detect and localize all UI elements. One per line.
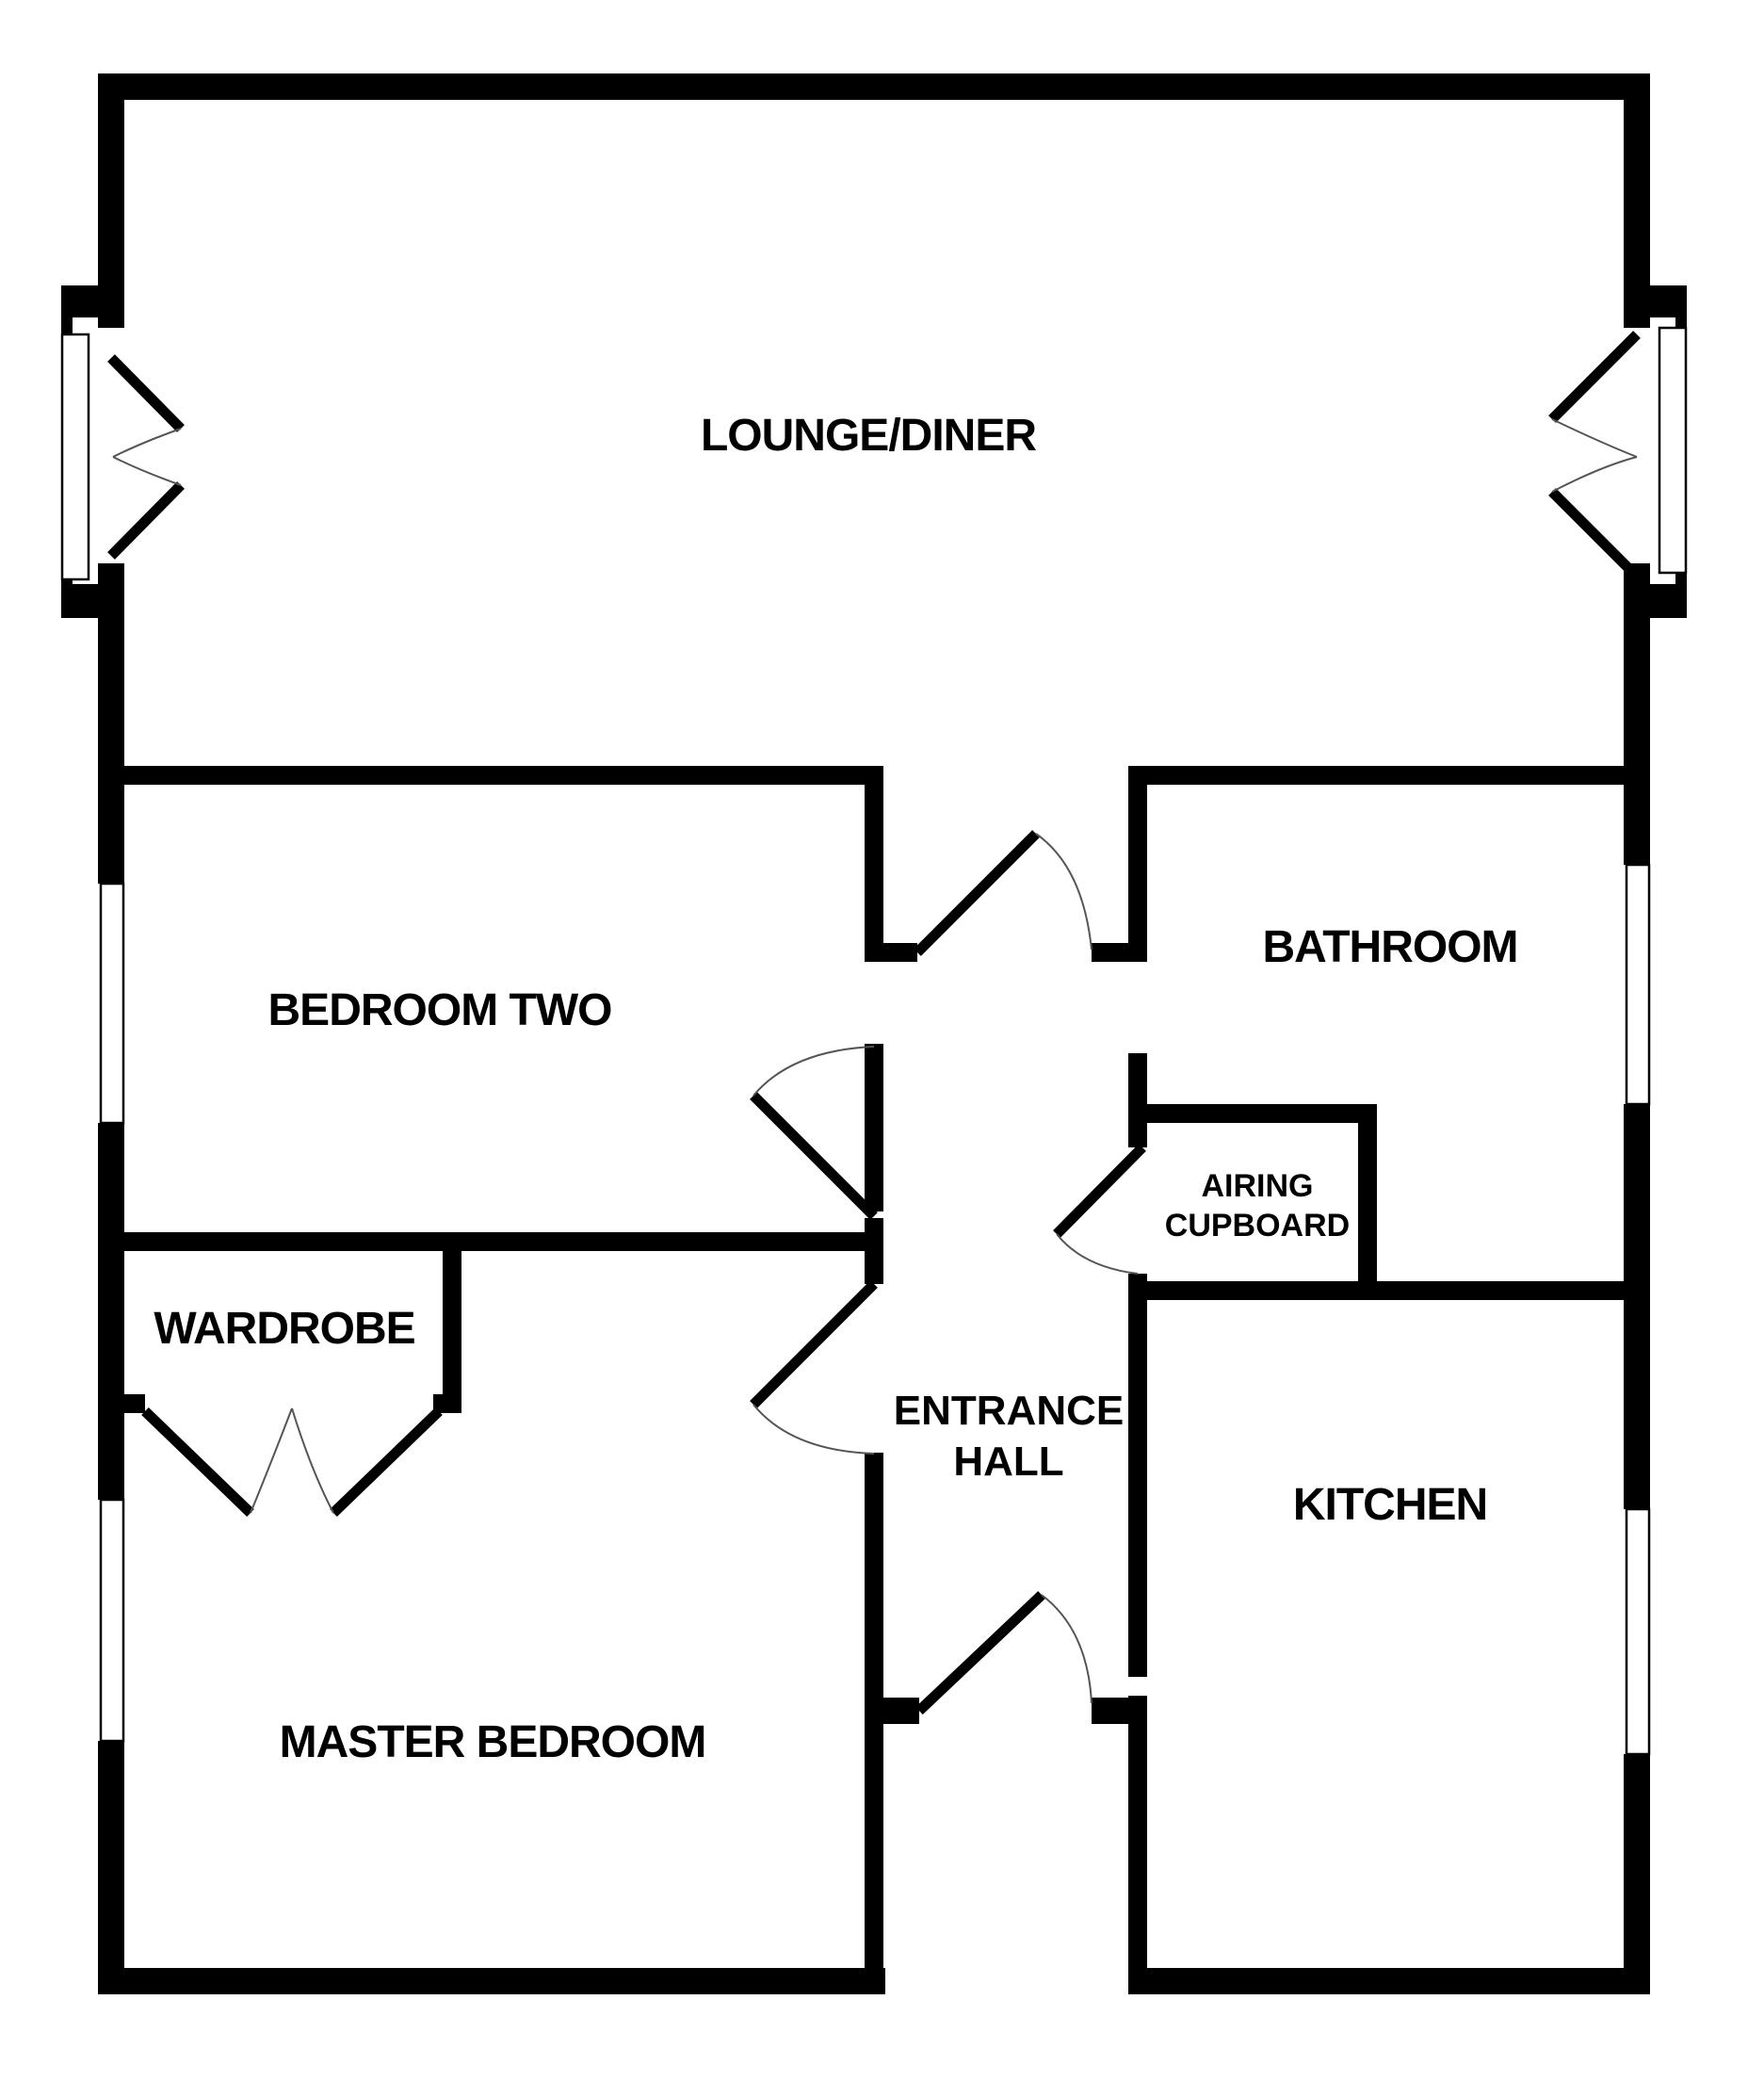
label-entrance-hall-line1: ENTRANCE <box>894 1388 1124 1434</box>
window-master-bedroom <box>99 1498 125 1743</box>
outer-wall-bottom-left <box>98 1968 885 1994</box>
label-kitchen: KITCHEN <box>1293 1480 1487 1530</box>
wall-bedroom-two-master <box>98 1232 883 1251</box>
wall-lounge-bedroom-two <box>98 766 883 785</box>
window-left-bay <box>60 333 90 581</box>
room-labels: LOUNGE/DINER BEDROOM TWO BATHROOM AIRING… <box>154 411 1518 1767</box>
window-bathroom <box>1625 863 1651 1106</box>
wall-bathroom-kitchen <box>1128 1281 1650 1300</box>
outer-wall-bottom-right <box>1128 1968 1650 1994</box>
label-wardrobe: WARDROBE <box>154 1304 414 1354</box>
window-right-bay <box>1658 326 1688 575</box>
outer-wall-top <box>98 73 1650 100</box>
label-bedroom-two: BEDROOM TWO <box>268 985 612 1035</box>
outer-wall-right-4 <box>1624 1754 1650 1994</box>
outer-wall-left-4 <box>98 1741 124 1994</box>
label-airing-cupboard-line1: AIRING <box>1202 1168 1314 1204</box>
walls <box>61 73 1687 1994</box>
label-airing-cupboard-line2: CUPBOARD <box>1165 1208 1350 1244</box>
label-entrance-hall-line2: HALL <box>953 1439 1063 1485</box>
label-master-bedroom: MASTER BEDROOM <box>280 1717 706 1767</box>
windows <box>60 326 1688 1756</box>
doors <box>107 331 1641 1715</box>
window-bedroom-two <box>99 882 125 1125</box>
label-bathroom: BATHROOM <box>1262 922 1517 972</box>
outer-wall-left-3 <box>98 1123 124 1500</box>
wall-lounge-bathroom <box>1128 766 1650 785</box>
label-lounge-diner: LOUNGE/DINER <box>701 411 1036 461</box>
window-kitchen <box>1625 1507 1651 1756</box>
outer-wall-right-3 <box>1624 1104 1650 1509</box>
